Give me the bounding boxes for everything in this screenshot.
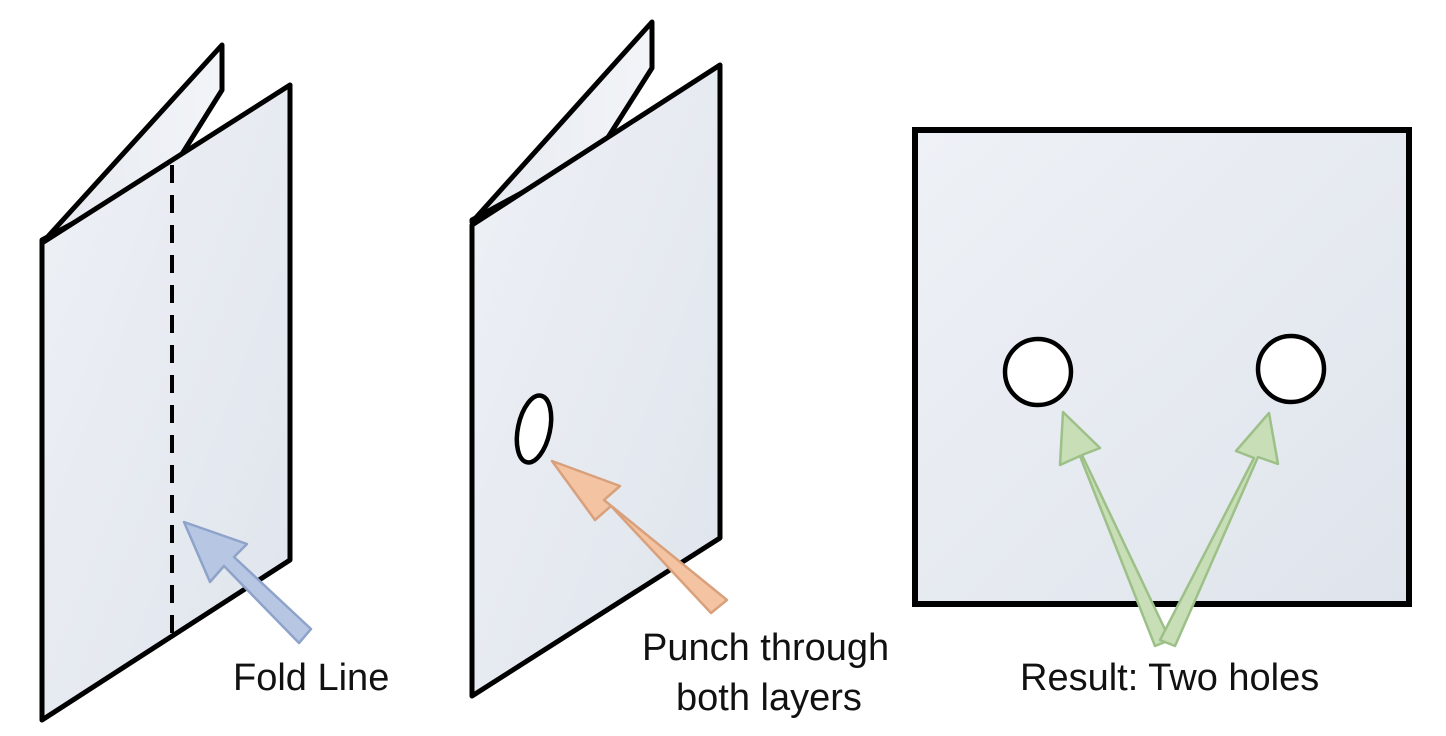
panel-punch: Punch through both layers	[469, 19, 889, 719]
result-label: Result: Two holes	[1020, 657, 1319, 699]
punch-arrow-icon	[550, 459, 729, 615]
panel-fold: Fold Line	[39, 42, 389, 723]
punched-paper-back-leaf	[469, 19, 655, 225]
hole-arrow-right-icon	[1158, 411, 1280, 648]
folded-paper-front-leaf	[39, 82, 293, 723]
punch-label-line1: Punch through	[642, 627, 889, 669]
hole-left	[1002, 336, 1074, 408]
hole-arrow-left-icon	[1058, 410, 1172, 648]
fold-line-label: Fold Line	[233, 657, 389, 699]
fold-arrow-icon	[182, 520, 313, 645]
hole-right	[1255, 333, 1327, 405]
punch-label-line2: both layers	[676, 677, 862, 719]
panel-result: Result: Two holes	[912, 127, 1412, 699]
punched-hole	[514, 393, 554, 465]
punched-paper-front-leaf	[469, 62, 723, 699]
unfolded-paper	[912, 127, 1412, 607]
